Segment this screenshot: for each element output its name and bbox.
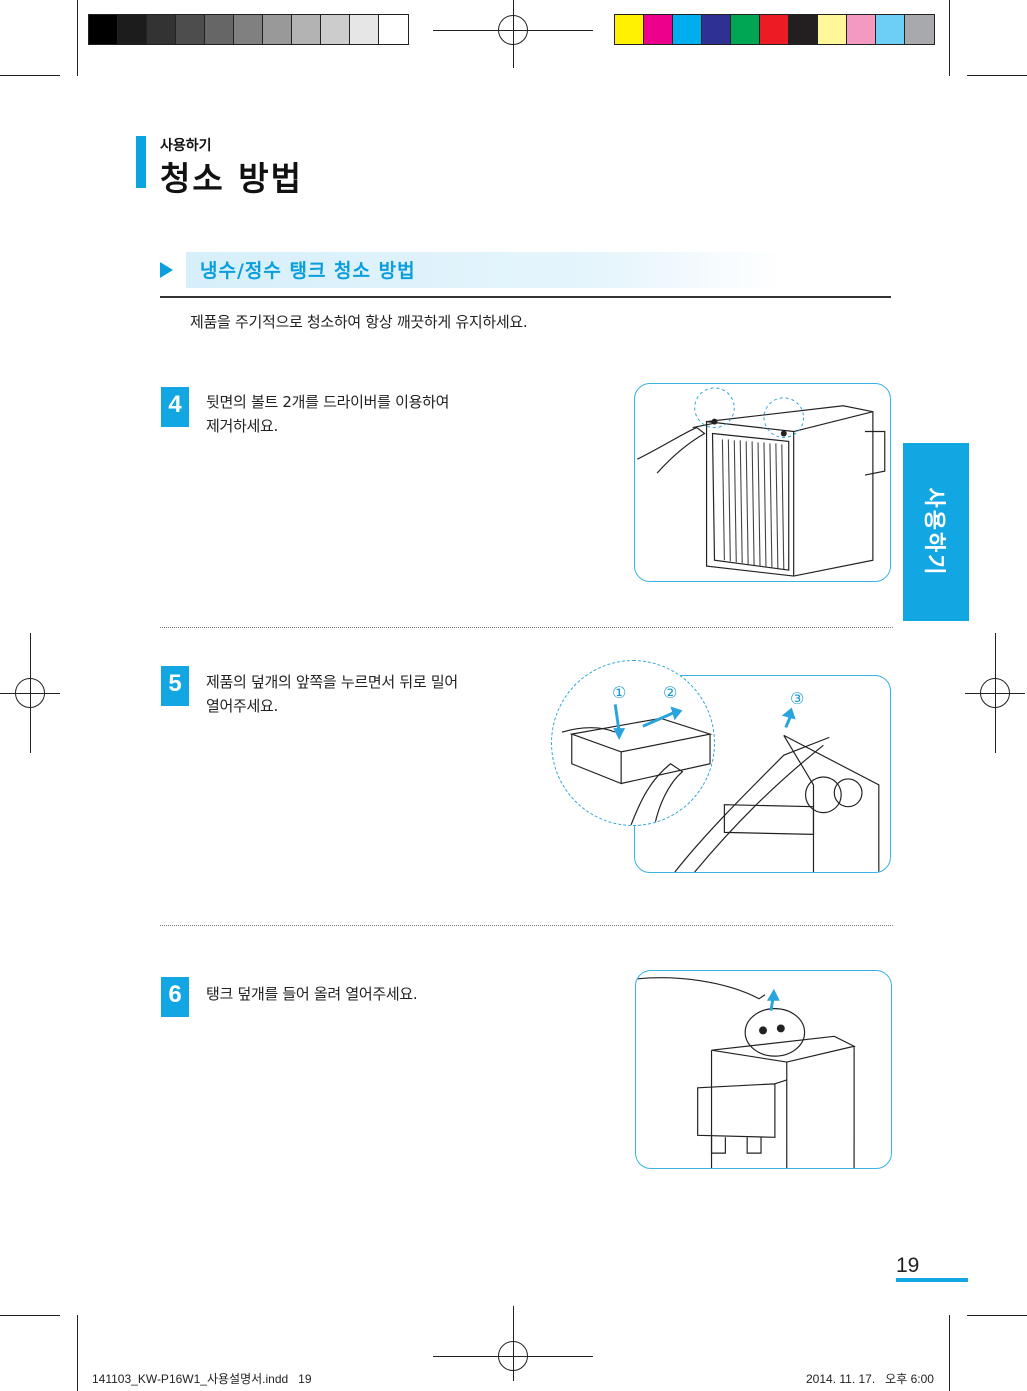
tank-lid-lift-illustration [636, 977, 856, 1168]
gray-swatch [292, 15, 321, 44]
color-swatch [818, 15, 847, 44]
step-5-text: 제품의 덮개의 앞쪽을 누르면서 뒤로 밀어 열어주세요. [206, 670, 458, 718]
page-number-rule [896, 1278, 968, 1282]
registration-mark-left [0, 633, 60, 753]
gray-swatch [147, 15, 176, 44]
page-number: 19 [896, 1254, 920, 1277]
gray-swatch [176, 15, 205, 44]
process-color-bar [614, 14, 935, 45]
lid-press-detail-illustration [561, 704, 713, 825]
intro-text: 제품을 주기적으로 청소하여 항상 깨끗하게 유지하세요. [190, 313, 528, 331]
section-label: 사용하기 [160, 138, 212, 154]
gray-swatch [263, 15, 292, 44]
color-swatch [789, 15, 818, 44]
gray-swatch [118, 15, 147, 44]
step-6-illustration [635, 970, 892, 1169]
step-number-6: 6 [161, 977, 189, 1017]
subsection-title: 냉수/정수 탱크 청소 방법 [200, 260, 416, 282]
step-number-5: 5 [161, 666, 189, 706]
color-swatch [673, 15, 702, 44]
color-swatch [876, 15, 905, 44]
triangle-bullet-icon [160, 262, 173, 278]
step-divider-2 [160, 925, 893, 926]
callout-3: ③ [790, 689, 805, 708]
registration-mark-bottom [433, 1306, 593, 1381]
gray-swatch [234, 15, 263, 44]
color-swatch [760, 15, 789, 44]
purifier-back-bolts-illustration [637, 387, 886, 577]
title-accent-bar [136, 136, 146, 188]
callout-2: ② [663, 683, 678, 702]
lid-press-detail-callout [551, 660, 715, 826]
chapter-side-tab: 사용하기 [903, 443, 969, 621]
color-swatch [615, 15, 644, 44]
footer-date-slug: 2014. 11. 17. 오후 6:00 [806, 1372, 934, 1386]
step-5-line-2: 열어주세요. [206, 697, 278, 715]
step-divider-1 [160, 627, 893, 628]
step-6-text: 탱크 덮개를 들어 올려 열어주세요. [206, 982, 418, 1006]
color-swatch [847, 15, 876, 44]
step-5-line-1: 제품의 덮개의 앞쪽을 누르면서 뒤로 밀어 [206, 673, 458, 691]
step-4-text: 뒷면의 볼트 2개를 드라이버를 이용하여 제거하세요. [206, 390, 449, 438]
step-4-line-2: 제거하세요. [206, 417, 278, 435]
page-title: 청소 방법 [160, 159, 303, 198]
step-4-illustration [634, 383, 891, 582]
step-4-line-1: 뒷면의 볼트 2개를 드라이버를 이용하여 [206, 393, 450, 411]
color-swatch [905, 15, 934, 44]
step-number-4: 4 [161, 387, 189, 427]
gray-swatch [350, 15, 379, 44]
registration-mark-top [433, 0, 593, 68]
footer-file-slug: 141103_KW-P16W1_사용설명서.indd 19 [92, 1372, 312, 1386]
color-swatch [644, 15, 673, 44]
gray-swatch [379, 15, 408, 44]
gray-swatch [89, 15, 118, 44]
registration-mark-right [965, 633, 1025, 753]
step-6-line-1: 탱크 덮개를 들어 올려 열어주세요. [206, 985, 418, 1003]
color-swatch [702, 15, 731, 44]
callout-1: ① [612, 683, 627, 702]
grayscale-color-bar [88, 14, 409, 45]
color-swatch [731, 15, 760, 44]
subsection-band [186, 252, 782, 288]
gray-swatch [205, 15, 234, 44]
subsection-rule [160, 296, 891, 298]
chapter-side-tab-label: 사용하기 [921, 487, 946, 577]
lid-open-illustration [674, 707, 880, 872]
gray-swatch [321, 15, 350, 44]
